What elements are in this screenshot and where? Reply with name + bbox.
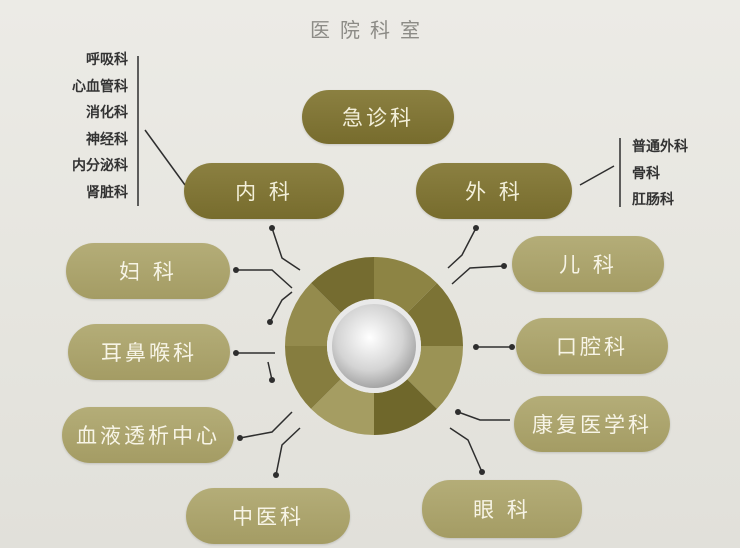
connector-dots: [233, 225, 515, 478]
connectors: [137, 56, 621, 476]
ring-segment: [311, 379, 374, 435]
ring-segment: [285, 283, 341, 346]
surgery-sub-item: 普通外科: [632, 139, 688, 155]
surgery-sub-item: 肛肠科: [632, 192, 674, 208]
center-disc: [332, 304, 416, 388]
connector-ent-1: [269, 291, 293, 323]
dept-surgery: 外 科: [416, 163, 572, 219]
connector-gyn-1: [271, 227, 301, 271]
dept-internal-medicine: 内 科: [184, 163, 344, 219]
surgery-sub-connector: [579, 165, 615, 186]
connector-tcm: [275, 427, 301, 476]
internal-sub-item: 神经科: [86, 131, 128, 148]
internal-sub-item: 肾脏科: [86, 184, 128, 201]
ring-segment: [374, 379, 437, 435]
dept-emergency: 急诊科: [302, 90, 454, 144]
surgery-sub-item: 骨科: [632, 165, 660, 182]
dept-ent: 耳鼻喉科: [68, 324, 230, 380]
connector-ent-3: [267, 361, 273, 381]
ring-segment: [285, 346, 341, 409]
connector-dialysis: [239, 411, 293, 439]
dept-stomatology: 口腔科: [516, 318, 668, 374]
internal-sub-item: 心血管科: [72, 78, 128, 95]
dept-rehabilitation: 康复医学科: [514, 396, 670, 452]
ring-segment: [374, 257, 437, 313]
connector-gyn-2: [236, 269, 293, 289]
connector-eye: [449, 427, 483, 473]
dept-ophthalmology: 眼 科: [422, 480, 582, 538]
dept-tcm: 中医科: [186, 488, 350, 544]
connector-rehab: [457, 411, 510, 421]
surgery-sub-list: 普通外科 骨科 肛肠科: [632, 134, 732, 214]
connector-ped-1: [447, 227, 477, 269]
internal-sub-item: 呼吸科: [86, 52, 128, 68]
ring-segment: [407, 283, 463, 346]
dept-dialysis-center: 血液透析中心: [62, 407, 234, 463]
dept-gynecology: 妇 科: [66, 243, 230, 299]
ring-segment: [311, 257, 374, 313]
ring-segment: [407, 346, 463, 409]
diagram-title: 医院科室: [310, 18, 430, 42]
internal-sub-item: 消化科: [86, 105, 128, 121]
internal-sub-item: 内分泌科: [72, 158, 128, 174]
internal-sub-connector: [144, 129, 186, 186]
connector-ped-2: [451, 265, 505, 285]
dept-pediatrics: 儿 科: [512, 236, 664, 292]
internal-sub-list: 呼吸科 心血管科 消化科 神经科 内分泌科 肾脏科: [40, 47, 128, 206]
center-ring: [285, 257, 463, 435]
